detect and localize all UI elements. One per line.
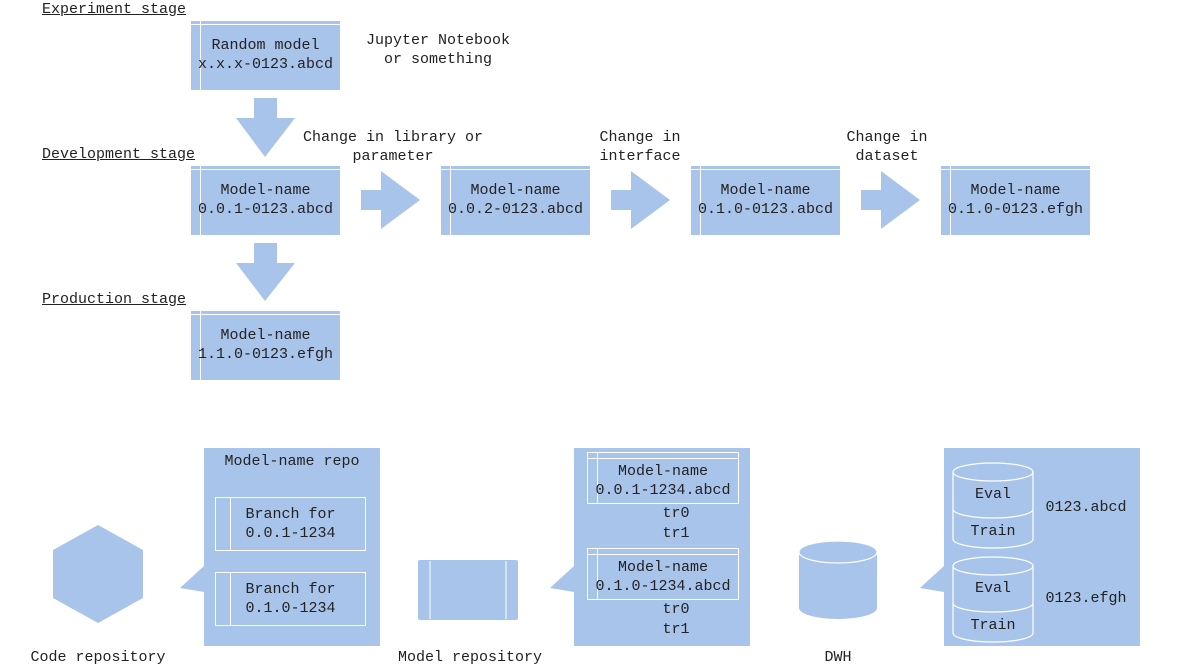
experiment-model-box: Random model x.x.x-0123.abcd — [191, 21, 340, 90]
experiment-note-line1: Jupyter Notebook — [365, 32, 511, 49]
dataset-cylinder-2 — [952, 556, 1034, 643]
dataset-train-label: Train — [970, 523, 1016, 540]
model-entry-version: 0.1.0-1234.abcd — [595, 578, 731, 595]
model-run: tr1 — [662, 621, 690, 638]
dev-model-name: Model-name — [220, 182, 311, 199]
dev-model-version: 0.1.0-0123.abcd — [697, 201, 834, 218]
dataset-id: 0123.efgh — [1045, 590, 1127, 607]
prod-model-box: Model-name 1.1.0-0123.efgh — [191, 311, 340, 380]
change-label: Change in library or parameter — [290, 128, 496, 166]
dev-model-version: 0.1.0-0123.efgh — [947, 201, 1084, 218]
experiment-model-version: x.x.x-0123.abcd — [197, 56, 334, 73]
dwh-callout — [920, 448, 1140, 646]
change-label-line2: dataset — [855, 148, 919, 165]
experiment-stage-label: Experiment stage — [42, 1, 187, 18]
dev-model-version: 0.0.2-0123.abcd — [447, 201, 584, 218]
prod-model-version: 1.1.0-0123.efgh — [197, 346, 334, 363]
experiment-note-line2: or something — [383, 51, 493, 68]
dev-model-version: 0.0.1-0123.abcd — [197, 201, 334, 218]
branch-box: Branch for 0.1.0-1234 — [215, 572, 366, 626]
development-stage-label: Development stage — [42, 146, 196, 163]
arrow-right-2 — [611, 171, 670, 229]
prod-model-name: Model-name — [220, 327, 311, 344]
experiment-note: Jupyter Notebook or something — [361, 31, 515, 69]
branch-version: 0.0.1-1234 — [245, 525, 336, 542]
branch-version: 0.1.0-1234 — [245, 600, 336, 617]
dev-model-name: Model-name — [720, 182, 811, 199]
dataset-id: 0123.abcd — [1045, 499, 1127, 516]
dev-model-box: Model-name 0.1.0-0123.abcd — [691, 166, 840, 235]
dataset-eval-label: Eval — [974, 486, 1011, 503]
dataset-eval-label: Eval — [974, 580, 1011, 597]
experiment-model-name: Random model — [211, 37, 320, 54]
dev-model-name: Model-name — [470, 182, 561, 199]
code-repository-hexagon-icon — [53, 525, 143, 623]
branch-label: Branch for — [245, 581, 336, 598]
model-entry-name: Model-name — [617, 559, 708, 576]
change-label-line2: interface — [599, 148, 681, 165]
code-repository-label: Code repository — [30, 649, 166, 666]
dataset-train-label: Train — [970, 617, 1016, 634]
model-run: tr1 — [662, 525, 690, 542]
change-label-line1: Change in — [599, 129, 681, 146]
production-stage-label: Production stage — [42, 291, 187, 308]
arrow-down-experiment-to-dev — [236, 98, 295, 157]
change-label-line1: Change in — [846, 129, 928, 146]
dev-model-box: Model-name 0.1.0-0123.efgh — [941, 166, 1090, 235]
model-entry-box: Model-name 0.1.0-1234.abcd — [587, 548, 739, 600]
change-label-line2: parameter — [352, 148, 434, 165]
dev-model-name: Model-name — [970, 182, 1061, 199]
code-repo-title: Model-name repo — [224, 453, 360, 470]
dwh-cylinder-icon — [798, 540, 878, 619]
arrow-right-3 — [861, 171, 920, 229]
model-repository-label: Model repository — [397, 649, 543, 666]
model-entry-version: 0.0.1-1234.abcd — [595, 482, 731, 499]
dev-model-box: Model-name 0.0.1-0123.abcd — [191, 166, 340, 235]
model-repository-block-icon — [418, 560, 518, 620]
arrow-right-1 — [361, 171, 420, 229]
model-run: tr0 — [662, 601, 690, 618]
change-label: Change in dataset — [837, 128, 937, 166]
branch-label: Branch for — [245, 506, 336, 523]
dwh-label: DWH — [824, 649, 852, 666]
dataset-cylinder-1 — [952, 462, 1034, 549]
model-entry-name: Model-name — [617, 463, 708, 480]
change-label-line1: Change in library or — [302, 129, 484, 146]
model-run: tr0 — [662, 505, 690, 522]
dev-model-box: Model-name 0.0.2-0123.abcd — [441, 166, 590, 235]
model-repo-callout — [550, 448, 750, 646]
arrow-down-dev-to-prod — [236, 243, 295, 301]
branch-box: Branch for 0.0.1-1234 — [215, 497, 366, 551]
model-entry-box: Model-name 0.0.1-1234.abcd — [587, 452, 739, 504]
change-label: Change in interface — [590, 128, 690, 166]
